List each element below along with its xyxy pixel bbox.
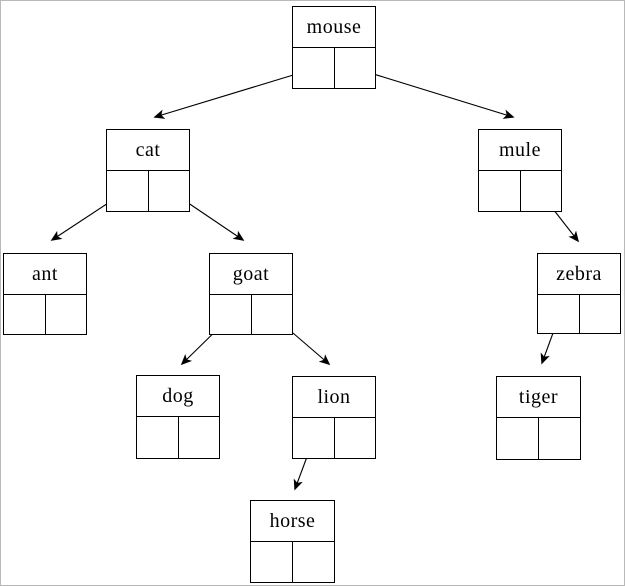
tree-node-horse: horse: [250, 500, 335, 583]
left-pointer-cell-cat: [107, 171, 149, 211]
right-pointer-cell-ant: [46, 295, 87, 334]
tree-node-tiger: tiger: [496, 376, 581, 460]
left-pointer-cell-lion: [293, 418, 335, 458]
tree-node-goat: goat: [209, 253, 293, 335]
node-label-mouse: mouse: [293, 7, 375, 48]
node-pointer-cells: [251, 542, 334, 582]
tree-node-cat: cat: [106, 129, 190, 212]
tree-node-dog: dog: [136, 375, 220, 459]
tree-node-mouse: mouse: [292, 6, 376, 89]
node-pointer-cells: [137, 417, 219, 458]
node-pointer-cells: [4, 295, 86, 334]
node-label-tiger: tiger: [497, 377, 580, 418]
node-pointer-cells: [479, 171, 561, 211]
left-pointer-cell-horse: [251, 542, 293, 582]
node-label-dog: dog: [137, 376, 219, 417]
right-pointer-cell-horse: [293, 542, 334, 582]
left-pointer-cell-mouse: [293, 48, 335, 88]
edge-mouse-right-to-mule: [353, 67, 515, 119]
node-label-mule: mule: [479, 130, 561, 171]
left-pointer-cell-dog: [137, 417, 179, 458]
edge-mouse-left-to-cat: [153, 68, 314, 119]
node-label-ant: ant: [4, 254, 86, 295]
node-label-cat: cat: [107, 130, 189, 171]
node-pointer-cells: [210, 295, 292, 334]
right-pointer-cell-zebra: [580, 295, 621, 333]
node-label-horse: horse: [251, 501, 334, 542]
left-pointer-cell-zebra: [538, 295, 580, 333]
node-pointer-cells: [293, 48, 375, 88]
tree-node-zebra: zebra: [537, 253, 621, 334]
left-pointer-cell-goat: [210, 295, 252, 334]
node-pointer-cells: [497, 418, 580, 459]
right-pointer-cell-dog: [179, 417, 220, 458]
node-pointer-cells: [293, 418, 375, 458]
tree-node-mule: mule: [478, 129, 562, 212]
right-pointer-cell-lion: [335, 418, 376, 458]
right-pointer-cell-mule: [521, 171, 562, 211]
node-label-goat: goat: [210, 254, 292, 295]
node-pointer-cells: [538, 295, 620, 333]
tree-node-lion: lion: [292, 376, 376, 459]
node-label-lion: lion: [293, 377, 375, 418]
tree-node-ant: ant: [3, 253, 87, 335]
right-pointer-cell-tiger: [539, 418, 580, 459]
left-pointer-cell-tiger: [497, 418, 539, 459]
left-pointer-cell-mule: [479, 171, 521, 211]
right-pointer-cell-cat: [149, 171, 190, 211]
left-pointer-cell-ant: [4, 295, 46, 334]
node-label-zebra: zebra: [538, 254, 620, 295]
node-pointer-cells: [107, 171, 189, 211]
right-pointer-cell-mouse: [335, 48, 376, 88]
right-pointer-cell-goat: [252, 295, 293, 334]
